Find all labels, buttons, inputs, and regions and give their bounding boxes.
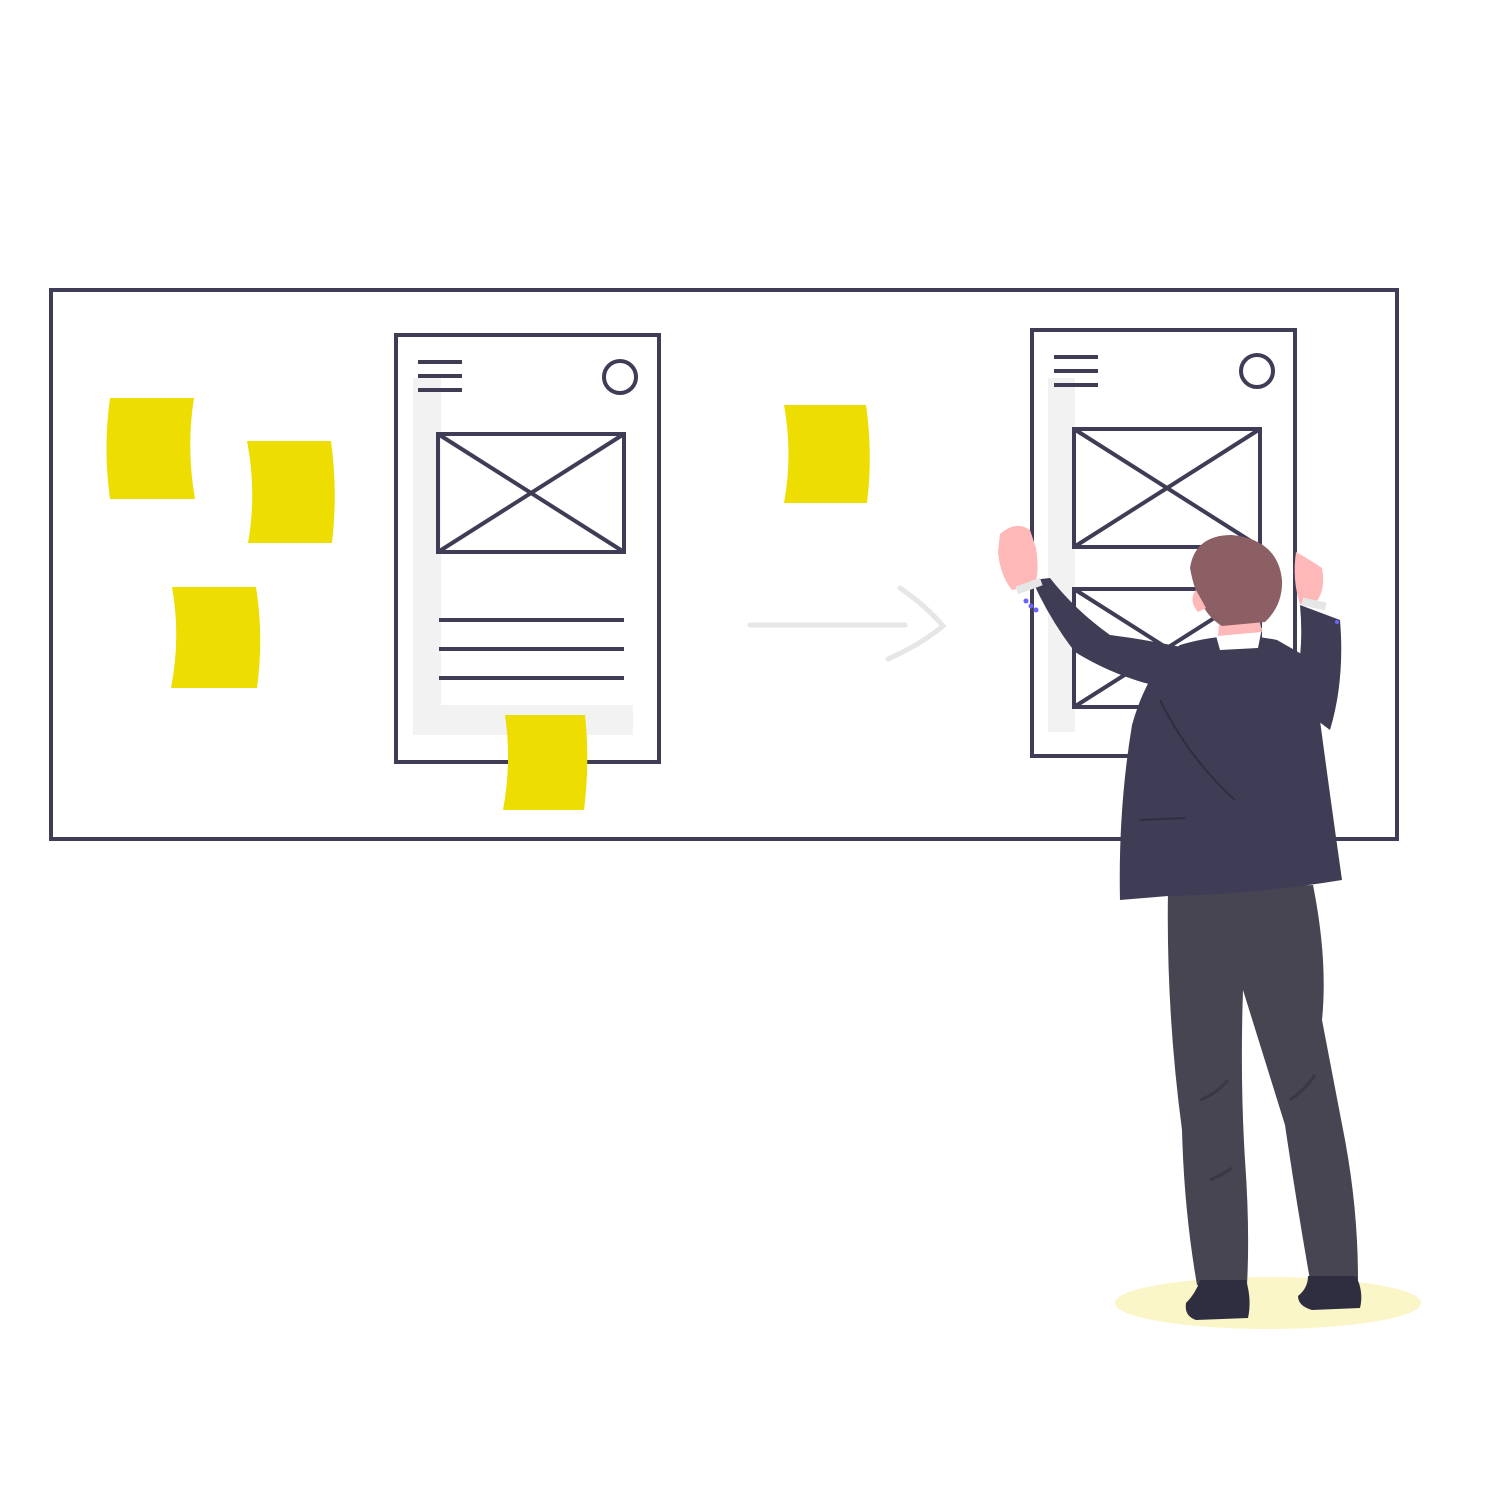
sticky-note: [106, 398, 195, 499]
floor-shadow: [1115, 1277, 1421, 1329]
man-in-suit: [998, 525, 1362, 1320]
trouser-folds: [1199, 1074, 1317, 1182]
suit-jacket: [1119, 636, 1342, 900]
ear: [1192, 590, 1206, 612]
sticky-notes: [106, 398, 870, 688]
trousers: [1167, 885, 1358, 1285]
sticky-note: [503, 715, 588, 810]
arrow-right-icon: [747, 585, 947, 662]
circle-profile-icon: [1239, 353, 1275, 389]
sticky-note: [784, 405, 870, 503]
left-shoe: [1185, 1280, 1250, 1320]
right-hand: [1294, 552, 1324, 604]
cuff-buttons: [1023, 598, 1339, 624]
image-placeholder-icon: [436, 432, 626, 554]
text-lines: [439, 618, 624, 680]
circle-profile-icon: [602, 359, 638, 395]
hamburger-menu-icon: [1054, 355, 1098, 387]
wireframe-shadow: [413, 378, 633, 735]
wireframe-shadow: [1048, 378, 1075, 732]
right-shoe: [1298, 1276, 1362, 1310]
sticky-note: [171, 587, 261, 688]
sticky-note: [247, 441, 335, 543]
image-placeholder-icon: [1072, 427, 1262, 549]
right-cuff: [1301, 597, 1327, 611]
jacket-seams: [1139, 699, 1236, 821]
hamburger-menu-icon: [418, 360, 462, 392]
left-cuff: [1015, 577, 1043, 595]
right-arm: [1290, 605, 1342, 730]
left-arm: [1032, 578, 1195, 690]
left-hand: [998, 525, 1038, 590]
hair: [1190, 535, 1283, 626]
